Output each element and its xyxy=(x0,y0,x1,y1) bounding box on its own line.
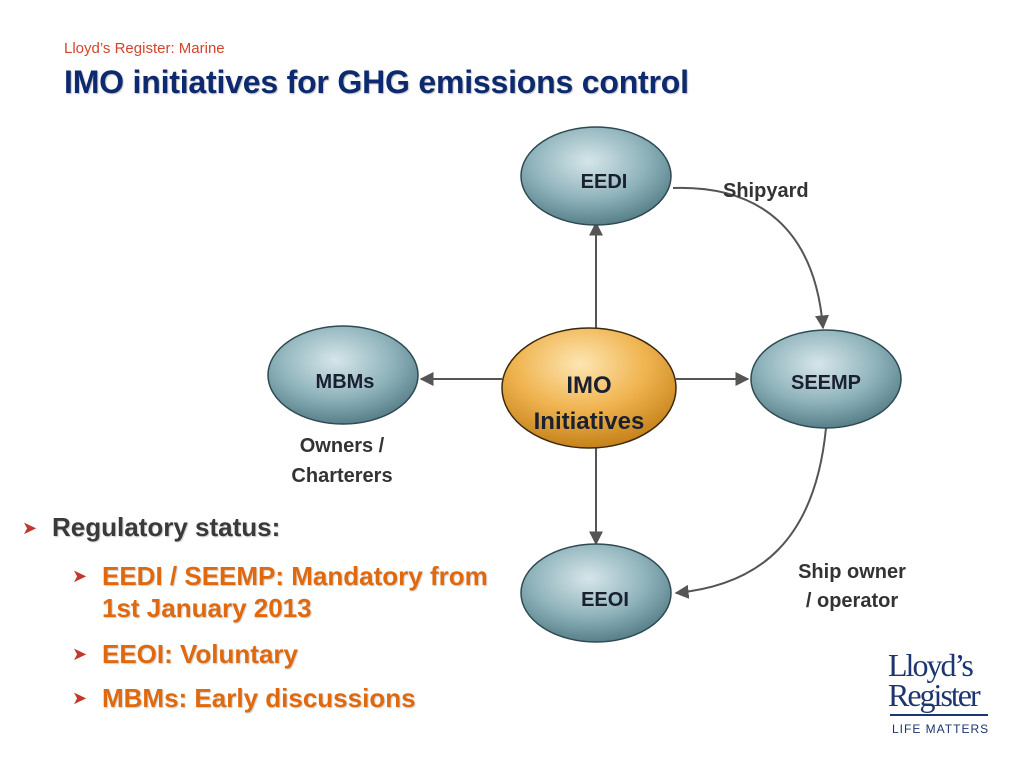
bullet-arrow-icon: ➤ xyxy=(22,518,38,538)
caption-shipowner-line1: Ship owner xyxy=(798,561,906,583)
node-seemp-label: SEEMP xyxy=(791,372,861,394)
caption-shipyard: Shipyard xyxy=(723,180,809,202)
bullet-item-text-line1: EEDI / SEEMP: Mandatory from xyxy=(102,561,488,591)
node-eeoi: EEOI xyxy=(520,543,672,643)
logo-line2: Register xyxy=(888,677,981,713)
bullet-arrow-icon: ➤ xyxy=(72,688,88,708)
node-mbms: MBMs xyxy=(267,325,419,425)
logo-tagline: LIFE MATTERS xyxy=(892,722,990,736)
node-eedi: EEDI xyxy=(520,126,672,226)
bullet-heading-text: Regulatory status: xyxy=(52,512,281,542)
lloyds-register-logo: Lloyd’s Register LIFE MATTERS xyxy=(888,647,992,736)
center-label-line1: IMO xyxy=(566,372,611,399)
bullet-item-text: MBMs: Early discussions xyxy=(102,683,416,713)
center-label-line2: Initiatives xyxy=(534,408,645,435)
logo-line1: Lloyd’s xyxy=(888,647,974,683)
node-eedi-label: EEDI xyxy=(581,171,628,193)
bullet-item-text-line2: 1st January 2013 xyxy=(102,593,312,623)
logo-divider xyxy=(890,714,988,716)
slide-title: IMO initiatives for GHG emissions contro… xyxy=(64,64,689,100)
node-mbms-label: MBMs xyxy=(316,371,375,393)
bullet-item-text: EEOI: Voluntary xyxy=(102,639,298,669)
caption-owners-line1: Owners / xyxy=(300,435,385,457)
node-seemp: SEEMP xyxy=(750,329,902,429)
caption-shipowner-line2: / operator xyxy=(806,590,898,612)
arrow-eedi-to-seemp xyxy=(672,186,829,330)
bullet-arrow-icon: ➤ xyxy=(72,566,88,586)
bullet-arrow-icon: ➤ xyxy=(72,644,88,664)
supertitle: Lloyd’s Register: Marine xyxy=(64,40,225,57)
node-eeoi-label: EEOI xyxy=(581,589,629,611)
node-imo-initiatives: IMO Initiatives xyxy=(501,327,677,449)
arrow-seemp-to-eeoi xyxy=(674,427,827,599)
caption-owners-line2: Charterers xyxy=(291,465,392,487)
